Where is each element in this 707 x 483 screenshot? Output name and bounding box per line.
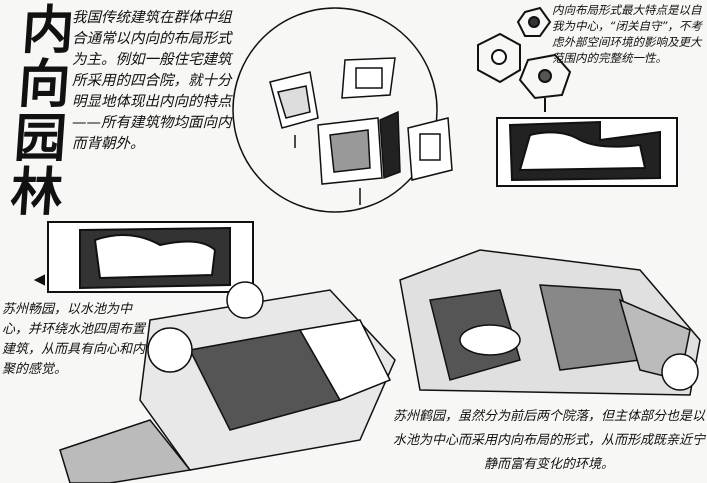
heyuan-aerial-sketch bbox=[399, 249, 701, 396]
feature-note: 内向布局形式最大特点是以自我为中心，“闭关自守”，不考虑外部空间环境的影响及更大… bbox=[552, 3, 702, 65]
courtyard-circle-diagram bbox=[232, 7, 453, 213]
intro-note: 我国传统建筑在群体中组合通常以内向的布局形式为主。例如一般住宅建筑所采用的四合院… bbox=[72, 10, 232, 152]
changyuan-aerial-sketch bbox=[59, 281, 396, 483]
hexagon-diagrams bbox=[477, 6, 572, 112]
heyuan-note: 苏州鹤园，虽然分为前后两个院落，但主体部分也是以水池为中心而采用内向布局的形式，… bbox=[393, 409, 706, 472]
changyuan-note: 苏州畅园，以水池为中心，并环绕水池四周布置建筑，从而具有向心和内聚的感觉。 bbox=[2, 302, 146, 377]
garden-plan-left bbox=[33, 221, 254, 293]
garden-plan-right bbox=[496, 117, 678, 187]
